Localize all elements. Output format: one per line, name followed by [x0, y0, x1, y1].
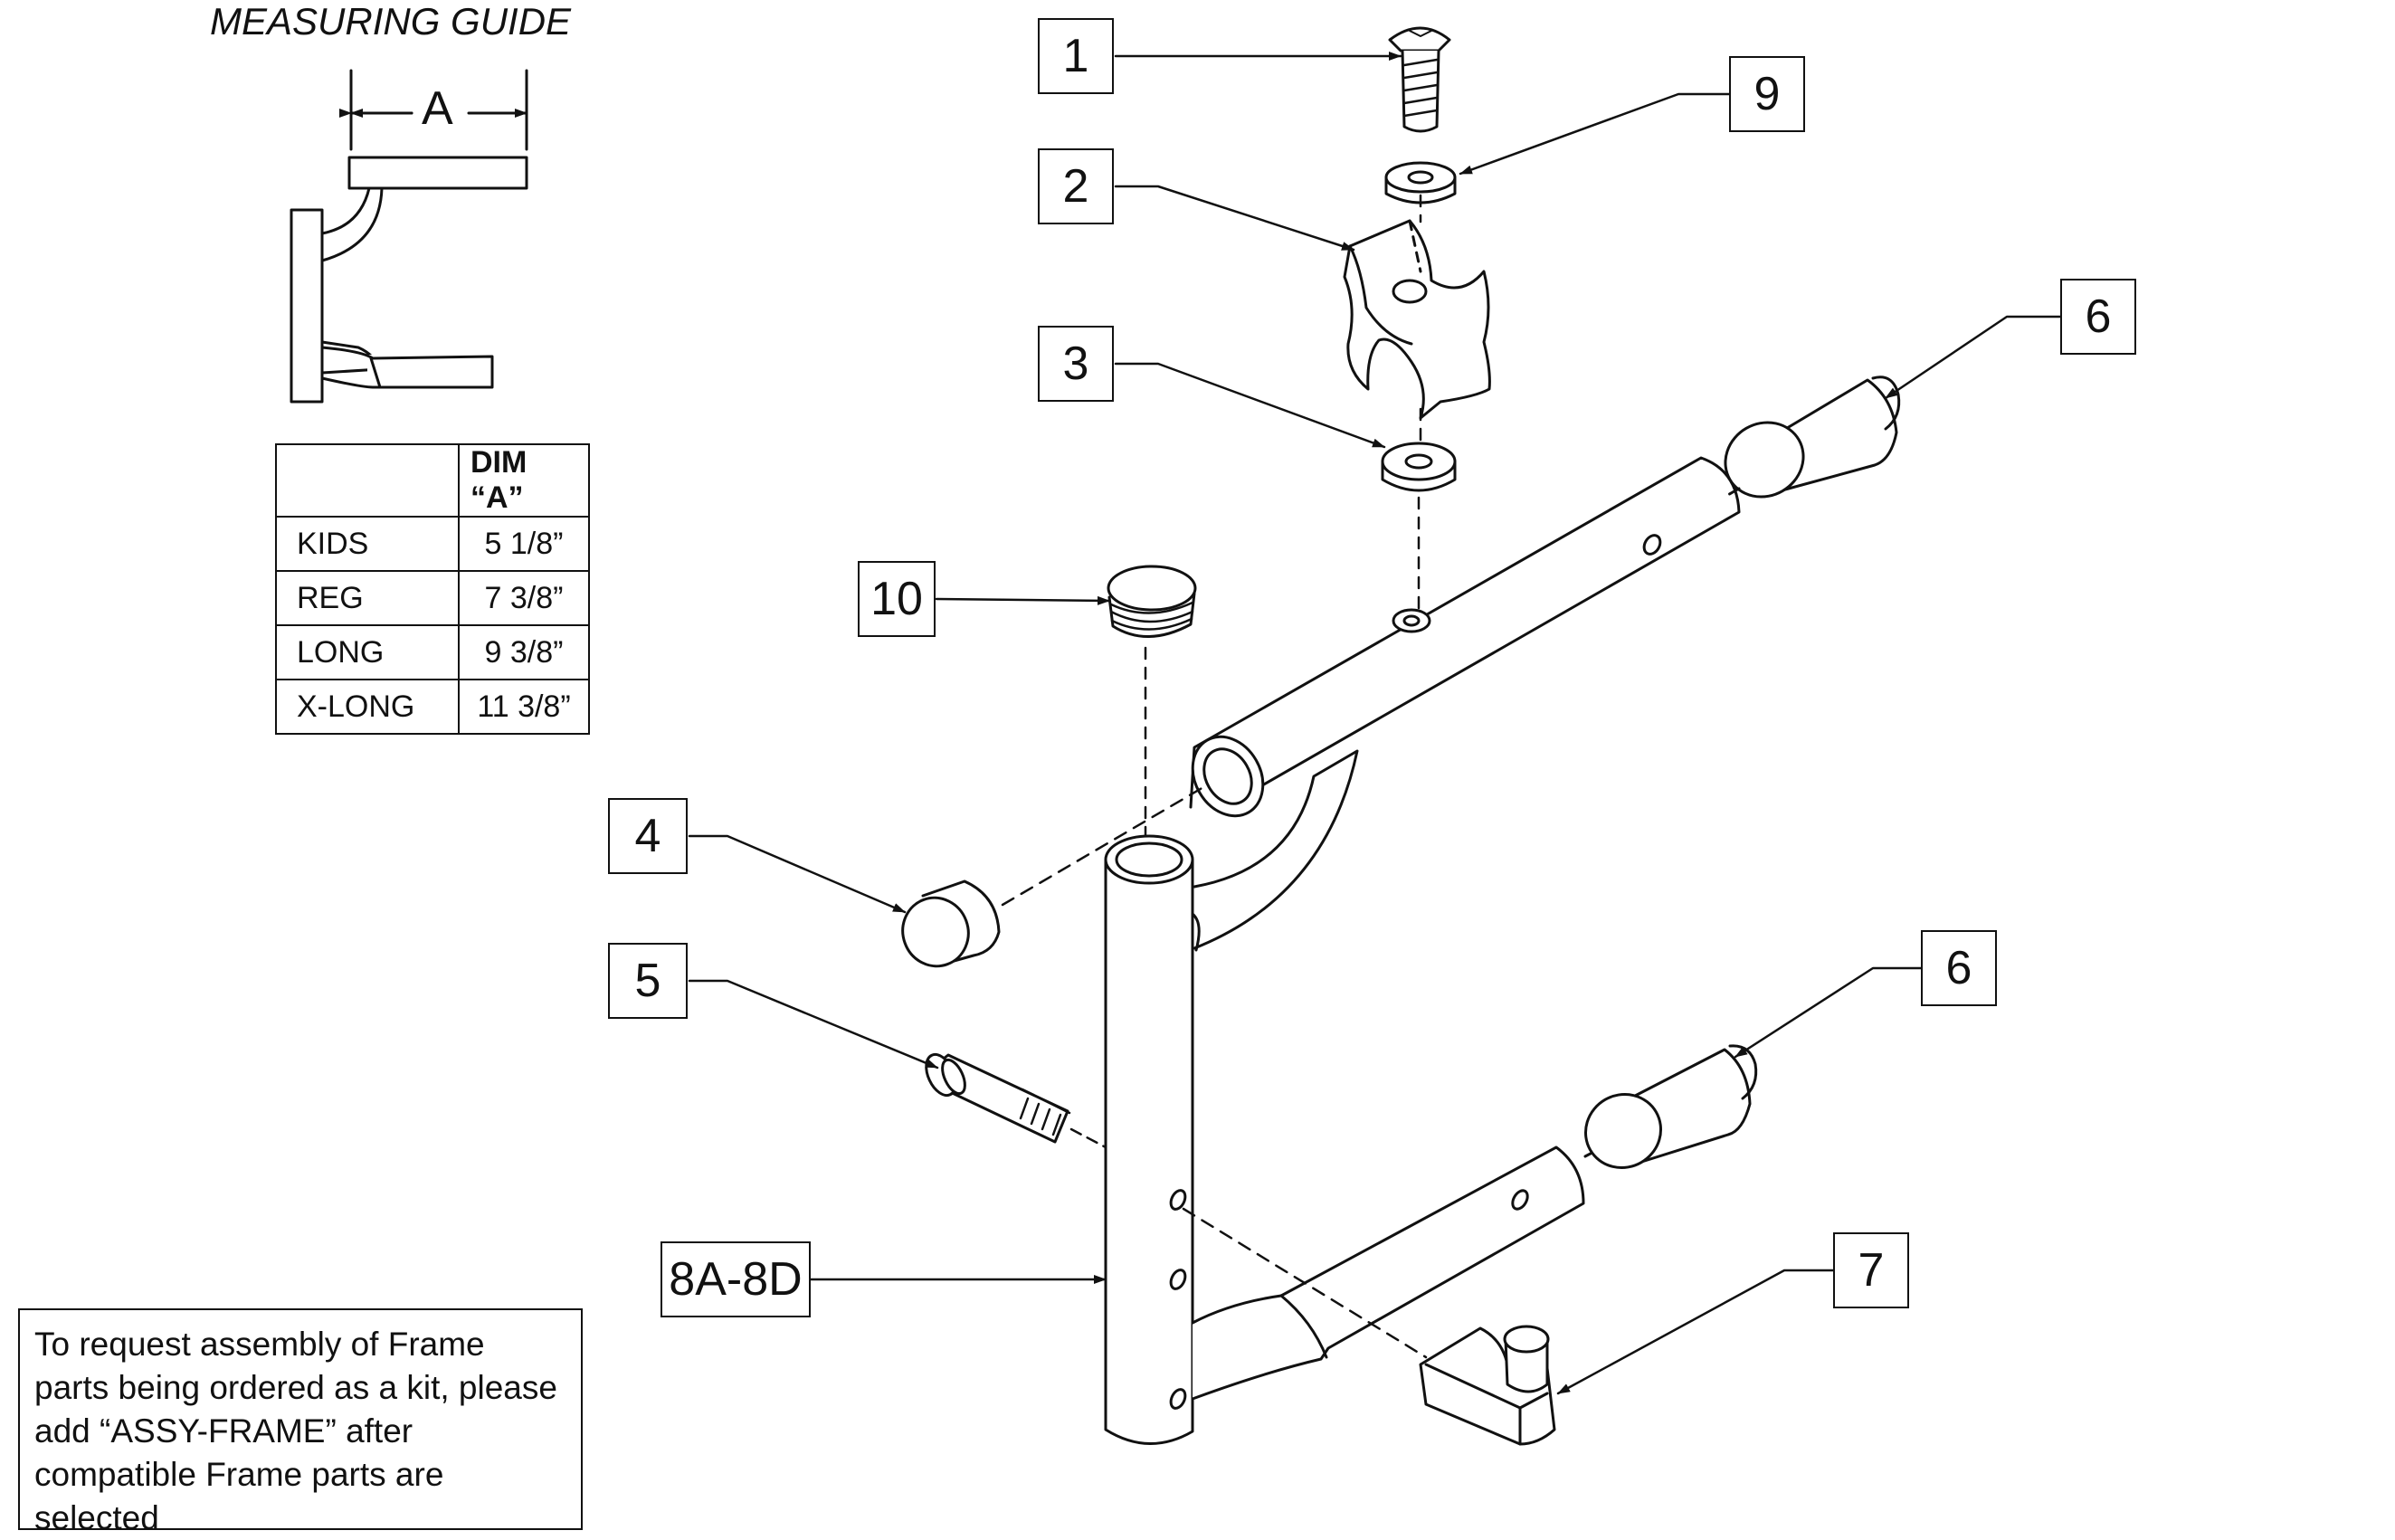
row-label: KIDS [275, 516, 460, 572]
callout-6-lower: 6 [1921, 930, 1997, 1006]
cap-part-4 [901, 785, 1205, 968]
row-label: REG [275, 570, 460, 626]
washer-part-9 [1384, 161, 1457, 204]
assembly-note: To request assembly of Frame parts being… [18, 1308, 583, 1536]
plug-part-10 [1107, 565, 1197, 845]
latch-part-7 [1182, 1207, 1556, 1446]
end-cap-part-6-upper [1724, 375, 1901, 499]
callout-2: 2 [1038, 148, 1114, 224]
measuring-guide-title: MEASURING GUIDE [210, 0, 572, 43]
vertical-post [1104, 834, 1201, 1445]
bolt-part-5 [925, 1052, 1107, 1149]
callout-10: 10 [858, 561, 936, 637]
end-cap-part-6-lower [1583, 1044, 1758, 1170]
curved-support [1193, 749, 1359, 950]
lower-tube [1191, 1136, 1621, 1401]
row-value: 11 3/8” [458, 679, 590, 735]
callout-5: 5 [608, 943, 688, 1019]
callout-3: 3 [1038, 326, 1114, 402]
screw-part-1 [1388, 26, 1451, 133]
table-header-dim-a: DIM “A” [458, 443, 590, 518]
table-header-row: DIM “A” [275, 443, 590, 518]
dimension-letter: A [418, 81, 457, 136]
callout-4: 4 [608, 798, 688, 874]
table-row: KIDS 5 1/8” [275, 516, 590, 572]
row-label: X-LONG [275, 679, 460, 735]
row-label: LONG [275, 624, 460, 680]
table-row: REG 7 3/8” [275, 570, 590, 626]
row-value: 9 3/8” [458, 624, 590, 680]
callout-1: 1 [1038, 18, 1114, 94]
callout-6-upper: 6 [2060, 279, 2136, 355]
measuring-guide-sketch [290, 69, 528, 404]
dimension-table: DIM “A” KIDS 5 1/8” REG 7 3/8” LONG 9 3/… [275, 443, 590, 735]
row-value: 7 3/8” [458, 570, 590, 626]
row-value: 5 1/8” [458, 516, 590, 572]
table-row: X-LONG 11 3/8” [275, 679, 590, 735]
callout-9: 9 [1729, 56, 1805, 132]
table-corner-cell [275, 443, 460, 518]
clamp-part-2 [1343, 219, 1491, 420]
callout-7: 7 [1833, 1232, 1909, 1308]
table-row: LONG 9 3/8” [275, 624, 590, 680]
callout-8a-8d: 8A-8D [661, 1241, 811, 1317]
spacer-part-3 [1381, 442, 1457, 492]
upper-tube [1189, 456, 1741, 818]
leader-lines [688, 52, 2062, 1395]
